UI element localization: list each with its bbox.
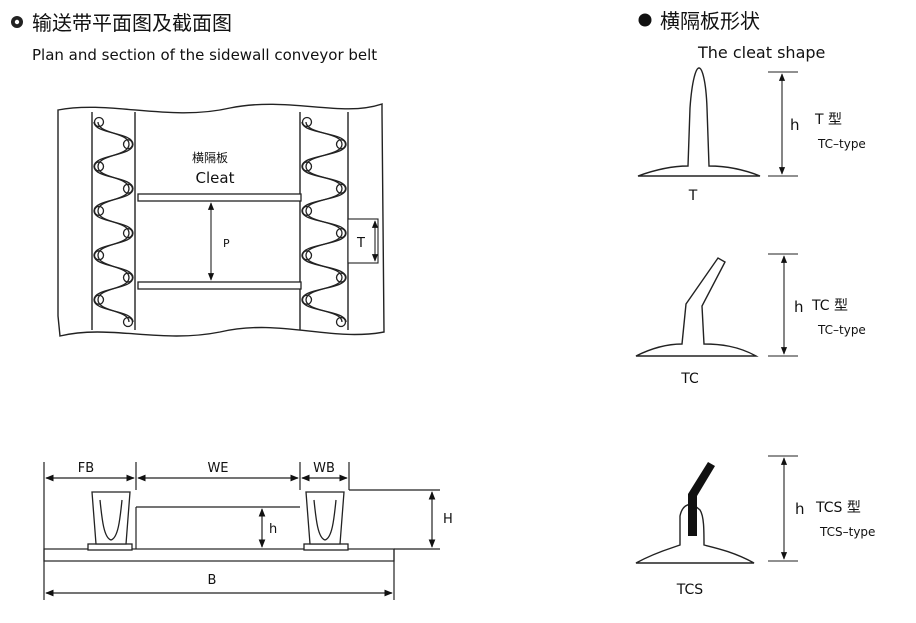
corrugation-fold bbox=[122, 139, 134, 150]
section-h-label: h bbox=[269, 522, 277, 537]
plan-title-cn: 输送带平面图及截面图 bbox=[32, 11, 232, 35]
cleat-tcs-caption: TCS bbox=[676, 582, 704, 598]
corrugation-fold bbox=[122, 183, 134, 194]
corrugation-fold bbox=[122, 316, 134, 328]
cleat-shape-heading: 横隔板形状 The cleat shape bbox=[638, 9, 825, 62]
corrugation-fold bbox=[93, 294, 105, 305]
cleat-bar-top bbox=[137, 193, 302, 202]
we-label: WE bbox=[207, 461, 228, 476]
cleat-shape-title-en: The cleat shape bbox=[697, 43, 825, 62]
wb-label: WB bbox=[313, 461, 335, 476]
corrugation-fold bbox=[301, 205, 313, 217]
cleat-tcs-h-label: h bbox=[795, 500, 805, 518]
cleat-tc-height-dim bbox=[768, 253, 798, 357]
corrugation-fold bbox=[93, 116, 105, 128]
corrugation-inner bbox=[305, 121, 343, 323]
cleat-tcs-reinforcement bbox=[688, 462, 715, 536]
sidewall-pitch-dimension bbox=[347, 218, 379, 264]
cleat-shape-title-cn: 横隔板形状 bbox=[660, 9, 760, 33]
belt-outline bbox=[57, 103, 385, 337]
section-sidewall-right bbox=[303, 491, 349, 551]
section-H-label: H bbox=[443, 512, 453, 527]
corrugation-fold bbox=[335, 316, 347, 328]
right-sidewall-corrugation bbox=[301, 116, 347, 328]
left-sidewall-corrugation bbox=[93, 116, 134, 328]
cleat-tc-type-cn: TC 型 bbox=[811, 298, 848, 314]
cleat-tcs-type-en: TCS–type bbox=[819, 525, 875, 539]
corrugation-fold bbox=[122, 227, 134, 239]
cleat-tc-type-en: TC–type bbox=[817, 323, 866, 337]
cleat-t-caption: T bbox=[688, 188, 698, 204]
cleat-tcs-type-cn: TCS 型 bbox=[815, 500, 861, 516]
corrugation-fold bbox=[122, 272, 134, 283]
cleat-t-height-dim bbox=[768, 71, 798, 177]
corrugation-fold bbox=[93, 161, 105, 172]
plan-heading: 输送带平面图及截面图 Plan and section of the sidew… bbox=[11, 11, 377, 64]
bullet-icon bbox=[638, 13, 652, 27]
cleat-shape-t bbox=[637, 67, 761, 177]
cleat-tcs-height-dim bbox=[768, 455, 798, 562]
corrugation-fold bbox=[301, 294, 313, 305]
cross-section bbox=[43, 462, 440, 600]
corrugation-fold bbox=[301, 161, 313, 172]
fb-label: FB bbox=[78, 461, 94, 476]
plan-cleats bbox=[137, 193, 302, 290]
corrugation-fold bbox=[301, 116, 313, 128]
corrugation-fold bbox=[335, 139, 347, 150]
corrugation-fold bbox=[93, 205, 105, 217]
cleat-t-type-en: TC–type bbox=[817, 137, 866, 151]
cleat-tc-caption: TC bbox=[680, 371, 699, 387]
belt-width-label: B bbox=[208, 573, 217, 588]
cleat-shape-tc bbox=[635, 257, 759, 357]
cleat-label-en: Cleat bbox=[196, 169, 235, 187]
corrugation-fold bbox=[93, 250, 105, 261]
corrugation-fold bbox=[335, 272, 347, 283]
cleat-t-type-cn: T 型 bbox=[814, 112, 842, 128]
sidewall-pitch-label: T bbox=[356, 236, 365, 251]
cleat-bar-bottom bbox=[137, 281, 302, 290]
corrugation-inner bbox=[97, 121, 130, 323]
section-sidewall-left bbox=[87, 491, 133, 551]
plan-title-en: Plan and section of the sidewall conveyo… bbox=[32, 46, 377, 64]
corrugation-fold bbox=[335, 227, 347, 239]
cleat-tc-h-label: h bbox=[794, 298, 804, 316]
cleat-label-cn: 横隔板 bbox=[192, 151, 228, 165]
corrugation-fold bbox=[301, 250, 313, 261]
cleat-t-h-label: h bbox=[790, 116, 800, 134]
corrugation-fold bbox=[335, 183, 347, 194]
pitch-label: P bbox=[223, 237, 230, 250]
